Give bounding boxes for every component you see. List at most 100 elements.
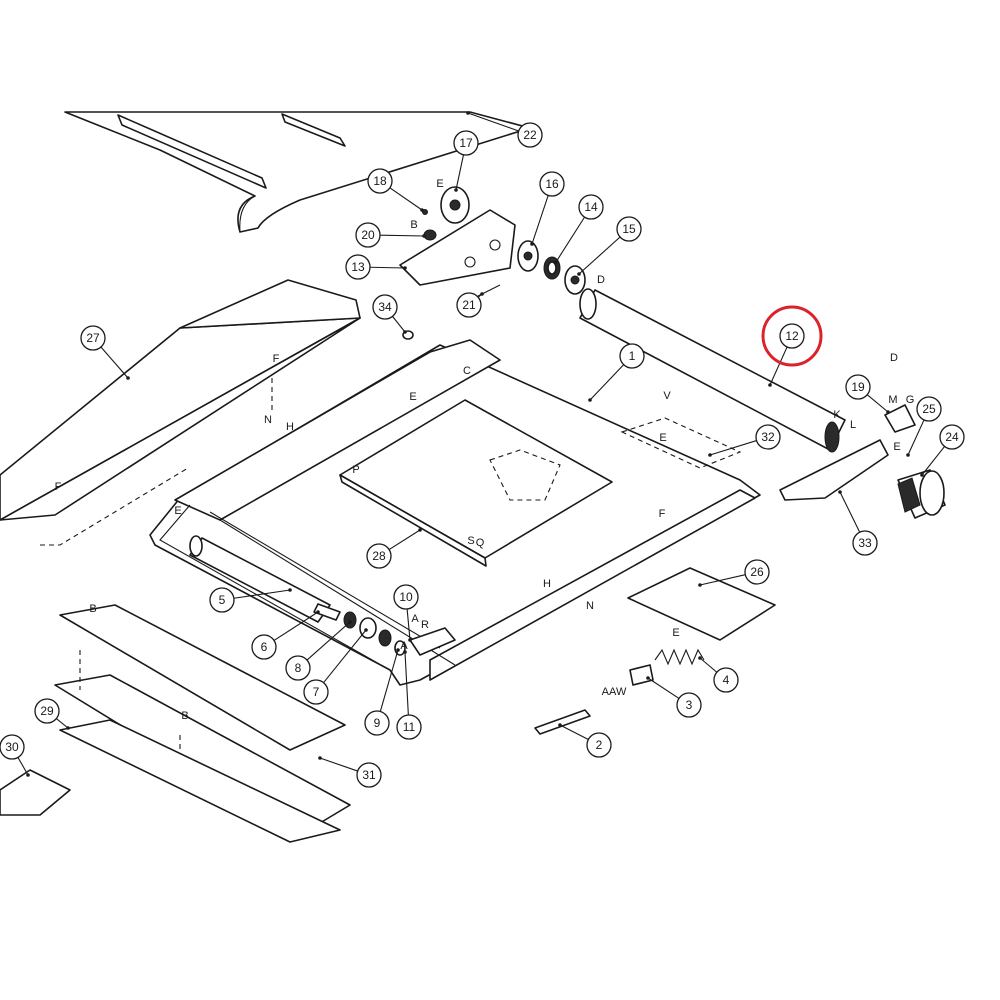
callout-circle-19 <box>845 374 871 400</box>
callout-10: 10 <box>393 584 419 610</box>
ref-letter-f-3: F <box>659 508 666 520</box>
ref-letter-e-2: E <box>409 391 416 403</box>
ref-letter-m-1: M <box>888 394 897 406</box>
leader-line-11 <box>404 651 409 716</box>
leader-tip-11 <box>403 650 407 654</box>
callout-8: 8 <box>285 655 311 681</box>
leader-line-7 <box>323 629 367 684</box>
callout-circle-25 <box>916 396 942 422</box>
part-30-left-piece <box>0 769 71 816</box>
leader-tip-10 <box>408 638 412 642</box>
callout-number-12: 12 <box>785 329 799 343</box>
callout-number-5: 5 <box>219 593 226 607</box>
leader-line-1 <box>589 364 625 401</box>
callout-number-6: 6 <box>261 640 268 654</box>
callout-circle-3 <box>676 692 702 718</box>
callout-29: 29 <box>34 698 60 724</box>
callout-number-1: 1 <box>629 349 636 363</box>
callout-circle-22 <box>517 122 543 148</box>
callout-number-22: 22 <box>523 128 537 142</box>
callout-circle-17 <box>453 130 479 156</box>
ref-letter-n-1: N <box>264 414 272 426</box>
leader-tip-8 <box>348 620 352 624</box>
part-33-side-rail <box>779 439 889 501</box>
ref-letter-l-1: L <box>850 419 856 431</box>
leader-tip-16 <box>530 242 534 246</box>
callout-number-27: 27 <box>86 331 100 345</box>
leader-tip-19 <box>886 410 890 414</box>
part-22-cover-panel <box>64 111 531 233</box>
leader-line-17 <box>455 154 465 191</box>
leader-tip-7 <box>364 628 368 632</box>
leader-tip-20 <box>422 234 426 238</box>
callout-33: 33 <box>852 530 878 556</box>
callout-number-29: 29 <box>40 704 54 718</box>
leader-line-15 <box>578 236 621 275</box>
callout-4: 4 <box>713 667 739 693</box>
callout-30: 30 <box>0 734 25 760</box>
part-13-bracket <box>399 209 516 286</box>
part-24-motor <box>897 469 946 519</box>
callout-26: 26 <box>744 559 770 585</box>
part-8b-washer <box>378 629 392 647</box>
callout-6: 6 <box>251 634 277 660</box>
callout-circle-13 <box>345 254 371 280</box>
callout-circle-27 <box>80 325 106 351</box>
leader-line-12 <box>769 346 788 386</box>
callout-28: 28 <box>366 543 392 569</box>
leader-tip-31 <box>318 756 322 760</box>
leader-tip-30 <box>26 773 30 777</box>
callout-number-13: 13 <box>351 260 365 274</box>
callout-27: 27 <box>80 325 106 351</box>
callout-number-31: 31 <box>362 768 376 782</box>
callout-circle-18 <box>367 168 393 194</box>
callout-3: 3 <box>676 692 702 718</box>
ref-letter-f-1: F <box>273 353 280 365</box>
leader-line-22 <box>467 112 519 132</box>
leader-line-5 <box>233 589 291 599</box>
callout-circle-15 <box>616 216 642 242</box>
callout-number-7: 7 <box>313 685 320 699</box>
callout-number-34: 34 <box>378 300 392 314</box>
ref-letter-e-3: E <box>659 432 666 444</box>
callout-circle-20 <box>355 222 381 248</box>
ref-letter-e-6: E <box>174 505 181 517</box>
leader-line-4 <box>699 657 718 673</box>
part-28-inner-panel <box>339 399 613 567</box>
callout-circle-8 <box>285 655 311 681</box>
callout-number-26: 26 <box>750 565 764 579</box>
leader-line-14 <box>555 216 586 263</box>
leader-tip-26 <box>698 583 702 587</box>
callout-17: 17 <box>453 130 479 156</box>
leader-line-19 <box>866 394 889 413</box>
leader-line-25 <box>907 419 925 456</box>
callout-number-25: 25 <box>922 402 936 416</box>
leader-line-27 <box>100 346 129 379</box>
ref-letter-c-1: C <box>463 365 471 377</box>
part-29-bottom-plate <box>59 719 341 843</box>
callout-circle-1 <box>619 343 645 369</box>
ref-letter-a-2: A <box>400 640 408 652</box>
leader-tip-28 <box>418 528 422 532</box>
callout-21: 21 <box>456 292 482 318</box>
callout-number-9: 9 <box>374 716 381 730</box>
callout-25: 25 <box>916 396 942 422</box>
part-6-shaft-end <box>313 603 341 621</box>
callout-31: 31 <box>356 762 382 788</box>
part-19-bracket <box>884 404 916 433</box>
ref-letter-b-1: B <box>410 219 417 231</box>
leader-tip-12 <box>768 383 772 387</box>
callout-1: 1 <box>619 343 645 369</box>
callout-number-16: 16 <box>545 177 559 191</box>
leader-tip-5 <box>288 588 292 592</box>
callout-number-28: 28 <box>372 549 386 563</box>
ref-letter-h-1: H <box>286 421 294 433</box>
part-4-spring <box>654 648 705 666</box>
leader-line-32 <box>709 440 757 456</box>
part-31-lower-cover <box>54 604 351 836</box>
callout-2: 2 <box>586 732 612 758</box>
callout-circle-11 <box>396 714 422 740</box>
leader-line-16 <box>531 195 549 245</box>
ref-letter-e-5: E <box>893 441 900 453</box>
